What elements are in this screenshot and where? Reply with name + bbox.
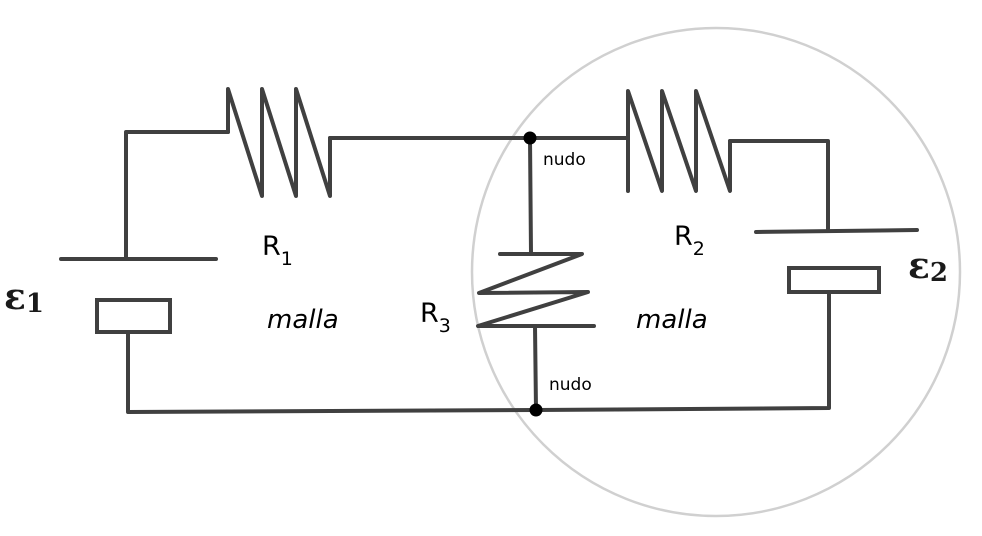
wire-mid-top bbox=[528, 136, 533, 256]
resistor-r1 bbox=[226, 87, 332, 198]
r3-label: R3 bbox=[420, 298, 451, 337]
emf2-label: ε2 bbox=[908, 245, 948, 288]
node-bottom-label: nudo bbox=[549, 375, 592, 395]
emf2-long-plate bbox=[754, 228, 919, 234]
resistor-r2 bbox=[626, 89, 732, 193]
emf2-short-plate bbox=[787, 266, 881, 294]
emf1-short-plate bbox=[95, 298, 172, 334]
wire-left-top bbox=[124, 130, 230, 261]
wire-left-bottom bbox=[126, 331, 538, 414]
wire-mid-bottom bbox=[533, 324, 538, 412]
r2-label: R2 bbox=[674, 221, 705, 260]
resistor-r3 bbox=[476, 252, 596, 328]
node-bottom bbox=[529, 403, 543, 417]
mesh-left-label: malla bbox=[267, 305, 339, 335]
mesh-highlight-circle bbox=[470, 26, 962, 518]
wire-right-bottom bbox=[534, 292, 831, 412]
emf1-label: ε1 bbox=[4, 276, 44, 319]
r1-label: R1 bbox=[262, 231, 293, 270]
mesh-right-label: malla bbox=[636, 305, 708, 335]
node-top-label: nudo bbox=[543, 150, 586, 170]
wire-r2-right bbox=[728, 139, 830, 233]
node-top bbox=[523, 131, 537, 145]
